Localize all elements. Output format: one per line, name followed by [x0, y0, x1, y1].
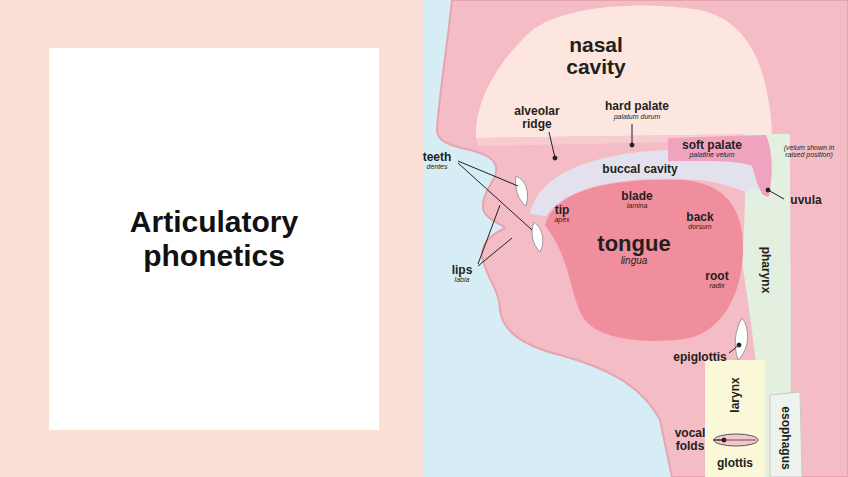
part-label: lips — [452, 264, 473, 277]
part-label: lingua — [621, 256, 648, 267]
part-label: radix — [709, 282, 724, 289]
part-label: root — [705, 270, 728, 283]
part-label: esophagus — [780, 406, 793, 469]
upper-tooth — [515, 176, 527, 206]
part-label: nasal cavity — [556, 34, 636, 78]
part-label: teeth — [423, 151, 452, 164]
part-label: dorsum — [688, 223, 711, 230]
part-label: hard palate — [605, 100, 669, 113]
slide-ground — [0, 0, 424, 477]
part-label: larynx — [729, 377, 742, 412]
part-label: vocal folds — [670, 427, 710, 452]
part-label: lamina — [627, 202, 648, 209]
larynx-region — [705, 360, 765, 477]
part-label: dentes — [426, 163, 447, 170]
part-label: palatine velum — [689, 151, 734, 158]
part-label: labia — [455, 276, 470, 283]
part-label: pharynx — [760, 247, 773, 294]
part-label: buccal cavity — [602, 163, 677, 176]
slide-title: Articulatory phonetics — [104, 205, 324, 272]
part-label: soft palate — [682, 139, 742, 152]
tongue-shape — [545, 180, 743, 341]
part-label: uvula — [790, 194, 821, 207]
title-panel: Articulatory phonetics — [49, 48, 379, 430]
lower-tooth — [532, 222, 543, 252]
part-label: (velum shown in raised position) — [776, 144, 842, 159]
vocal-folds-shape — [714, 434, 758, 446]
leader-lines — [458, 124, 784, 442]
epiglottis-flap — [735, 318, 747, 360]
part-label: epiglottis — [673, 351, 726, 364]
part-label: blade — [621, 190, 652, 203]
part-label: glottis — [717, 457, 753, 470]
part-label: alveolar ridge — [507, 105, 567, 130]
part-label: tongue — [597, 232, 670, 255]
part-label: tip — [555, 204, 570, 217]
part-label: apex — [554, 216, 569, 223]
nasal-cavity-region — [476, 5, 772, 138]
esophagus-tube — [770, 392, 802, 477]
air-ground — [424, 0, 848, 477]
part-label: back — [686, 211, 713, 224]
head-flesh — [437, 0, 848, 477]
part-label: palatum durum — [614, 113, 661, 120]
